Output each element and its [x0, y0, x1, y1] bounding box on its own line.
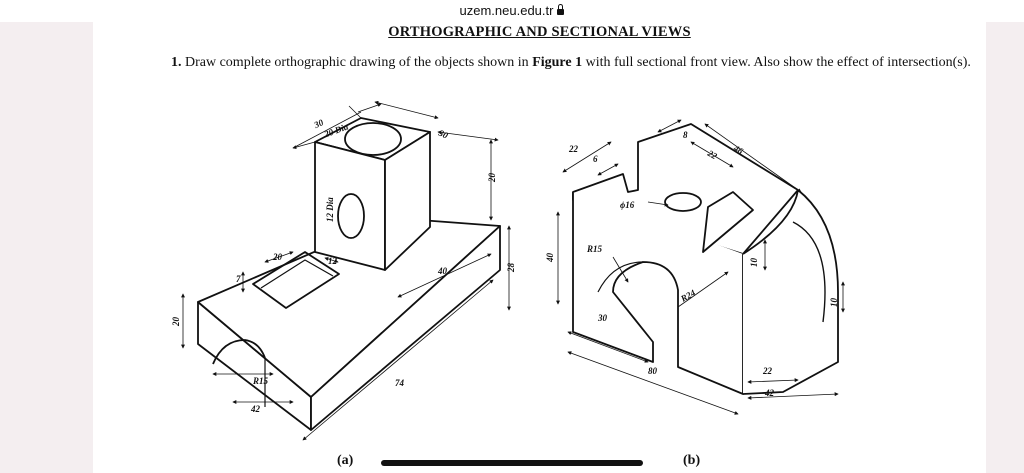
- dim-b-phi16: ϕ16: [620, 200, 635, 210]
- question-text: 1. Draw complete orthographic drawing of…: [171, 54, 971, 72]
- figure-reference: Figure 1: [532, 55, 583, 70]
- question-number: 1.: [171, 55, 182, 70]
- dim-a-20-slot: 20: [272, 252, 283, 262]
- dim-b-30: 30: [597, 313, 608, 323]
- dim-a-74: 74: [395, 378, 405, 388]
- lock-icon: [557, 4, 565, 15]
- dim-b-10-a: 10: [749, 258, 759, 268]
- dim-a-7: 7: [236, 274, 241, 284]
- figure-b-drawing: [556, 119, 845, 415]
- dim-b-10-b: 10: [829, 298, 839, 308]
- question-body-post: with full sectional front view. Also sho…: [582, 55, 971, 70]
- video-scrubber[interactable]: [381, 460, 643, 466]
- dim-b-80: 80: [648, 366, 658, 376]
- dim-a-40: 40: [437, 266, 448, 276]
- figure-a-drawing: [181, 100, 511, 441]
- url-text[interactable]: uzem.neu.edu.tr: [459, 3, 554, 18]
- figure-b-caption: (b): [683, 453, 701, 468]
- dim-a-30-top: 30: [312, 117, 326, 131]
- dim-b-42: 42: [764, 388, 775, 398]
- dim-a-12-dia: 12 Dia: [325, 197, 335, 222]
- page-title: ORTHOGRAPHIC AND SECTIONAL VIEWS: [388, 24, 691, 40]
- dim-a-28: 28: [506, 263, 516, 274]
- document-page: ORTHOGRAPHIC AND SECTIONAL VIEWS 1. Draw…: [93, 22, 986, 473]
- dim-a-20-vert: 20: [487, 173, 497, 184]
- dim-a-r15: R15: [252, 376, 269, 386]
- browser-url-bar[interactable]: uzem.neu.edu.tr: [0, 0, 1024, 22]
- dim-b-22-top: 22: [568, 144, 579, 154]
- dim-b-22-bottom: 22: [762, 366, 773, 376]
- dim-a-42: 42: [250, 404, 261, 414]
- dim-b-40: 40: [545, 253, 555, 264]
- question-body-pre: Draw complete orthographic drawing of th…: [181, 55, 533, 70]
- dim-b-8: 8: [683, 130, 688, 140]
- dim-a-20-left: 20: [171, 317, 181, 328]
- dim-a-12-slot: 12: [328, 256, 338, 266]
- figure-drawings: 30 20 Dia 30 20 12 Dia 20 12 7 40 28 20 …: [171, 100, 845, 441]
- dim-b-r15: R15: [586, 244, 603, 254]
- dim-b-6: 6: [593, 154, 598, 164]
- figure-a-dimension-labels: 30 20 Dia 30 20 12 Dia 20 12 7 40 28 20 …: [171, 117, 516, 414]
- figure-a-caption: (a): [337, 453, 354, 468]
- dim-a-30-right: 30: [436, 127, 450, 141]
